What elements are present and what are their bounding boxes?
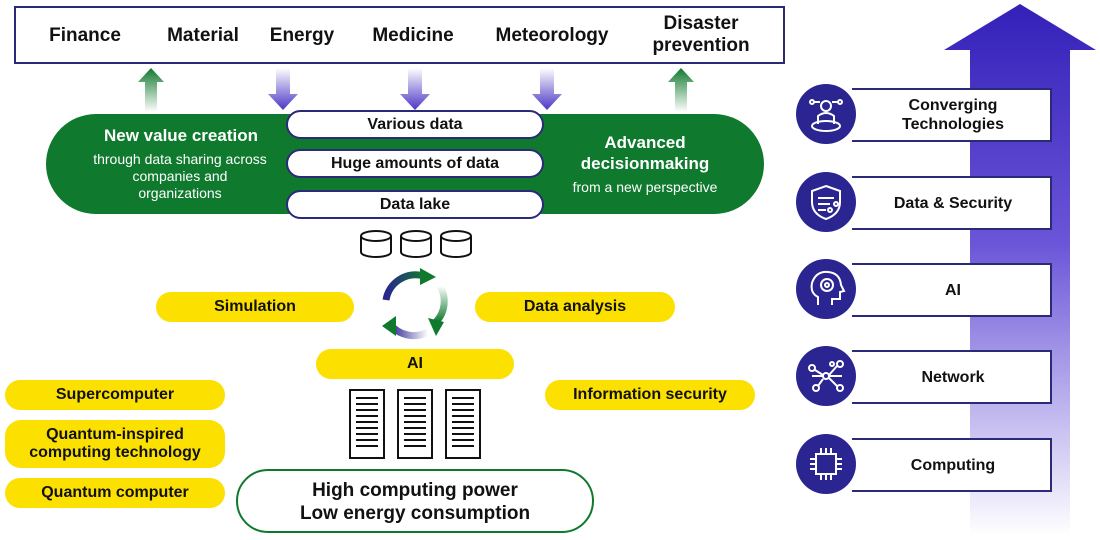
domain-meteorology: Meteorology bbox=[495, 25, 609, 46]
compute-power-line1: High computing power bbox=[312, 480, 518, 501]
supercomputer-label: Supercomputer bbox=[5, 380, 225, 410]
tech-converging-technologies: Converging Technologies bbox=[852, 88, 1052, 142]
new-value-creation-subtitle: through data sharing across companies an… bbox=[93, 151, 267, 201]
compute-power-box: High computing power Low energy consumpt… bbox=[236, 469, 594, 533]
purple-down-arrow-energy bbox=[268, 68, 298, 110]
database-icon bbox=[360, 230, 392, 258]
quantum-inspired-label: Quantum-inspired computing technology bbox=[5, 420, 225, 468]
green-up-arrow-right bbox=[668, 68, 694, 112]
tech-data-security: Data & Security bbox=[852, 176, 1052, 230]
data-pill-data-lake: Data lake bbox=[286, 190, 544, 219]
chip-icon bbox=[796, 434, 856, 494]
tech-computing: Computing bbox=[852, 438, 1052, 492]
database-icon bbox=[440, 230, 472, 258]
domain-energy: Energy bbox=[269, 25, 335, 46]
server-racks-icon bbox=[349, 389, 481, 459]
database-icon bbox=[400, 230, 432, 258]
data-pill-huge-amounts: Huge amounts of data bbox=[286, 149, 544, 178]
new-value-creation-title: New value creation bbox=[103, 126, 258, 145]
network-nodes-icon bbox=[796, 346, 856, 406]
application-domains-bar: Finance Material Energy Medicine Meteoro… bbox=[14, 6, 785, 64]
data-pill-various: Various data bbox=[286, 110, 544, 139]
shield-circuit-icon bbox=[796, 172, 856, 232]
advanced-decisionmaking-subtitle: from a new perspective bbox=[572, 179, 718, 195]
brain-head-icon bbox=[796, 259, 856, 319]
domain-material: Material bbox=[167, 25, 239, 46]
purple-down-arrow-medicine bbox=[400, 68, 430, 110]
domain-disaster-prevention: Disaster prevention bbox=[652, 13, 750, 56]
tech-network: Network bbox=[852, 350, 1052, 404]
purple-down-arrow-meteorology bbox=[532, 68, 562, 110]
data-analysis-label: Data analysis bbox=[475, 292, 675, 322]
person-hub-icon bbox=[796, 84, 856, 144]
database-icons bbox=[360, 230, 472, 258]
compute-power-line2: Low energy consumption bbox=[299, 503, 531, 524]
information-security-label: Information security bbox=[545, 380, 755, 410]
domain-medicine: Medicine bbox=[372, 25, 454, 46]
advanced-decisionmaking-title: Advanced decisionmaking bbox=[580, 133, 710, 173]
ai-label: AI bbox=[316, 349, 514, 379]
cycle-arrows-icon bbox=[382, 268, 448, 340]
green-up-arrow-left bbox=[138, 68, 164, 112]
quantum-computer-label: Quantum computer bbox=[5, 478, 225, 508]
tech-ai: AI bbox=[852, 263, 1052, 317]
simulation-label: Simulation bbox=[156, 292, 354, 322]
domain-finance: Finance bbox=[49, 25, 121, 46]
